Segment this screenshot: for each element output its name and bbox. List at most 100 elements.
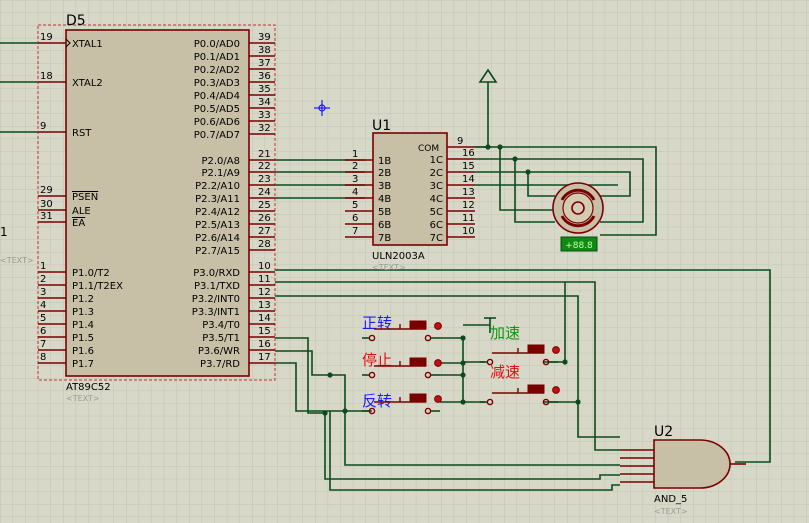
push-button-label: 正转 (362, 314, 392, 332)
mcu-pin-name: P1.5 (72, 333, 94, 344)
mcu-pin-name: P2.5/A13 (195, 220, 240, 231)
mcu-pin-name: P1.4 (72, 320, 94, 331)
mcu-pin-name: P1.7 (72, 359, 94, 370)
driver-pin-name: 5C (430, 207, 443, 218)
motor-display (560, 236, 598, 252)
mcu-pin-name: P1.3 (72, 307, 94, 318)
driver-uln2003a[interactable]: U1 ULN2003A <TEXT> COM 9 11B22B33B44B55B… (345, 118, 475, 272)
edge-placeholder: <TEXT> (0, 256, 34, 265)
mcu-pin-name: P2.2/A10 (195, 181, 240, 192)
driver-pin-name: 3B (378, 181, 391, 192)
mcu-pin-number: 1 (40, 261, 46, 272)
mcu-pin-number: 18 (40, 71, 53, 82)
mcu-pin-number: 26 (258, 213, 271, 224)
driver-pin-name: 1B (378, 156, 391, 167)
mcu-pin-name: ALE (72, 206, 91, 217)
driver-pin-name: 5B (378, 207, 391, 218)
probe-marker-icon[interactable] (314, 100, 330, 116)
mcu-pin-name: P0.4/AD4 (194, 91, 240, 102)
driver-pin-number: 1 (352, 149, 358, 160)
driver-pin-number: 7 (352, 226, 358, 237)
driver-pin-name: 4B (378, 194, 391, 205)
driver-pin-number: 13 (462, 187, 475, 198)
driver-pin-number: 4 (352, 187, 358, 198)
driver-pin-number: 2 (352, 161, 358, 172)
mcu-pin-number: 7 (40, 339, 46, 350)
driver-pin-number: 12 (462, 200, 475, 211)
mcu-placeholder: <TEXT> (66, 394, 100, 403)
mcu-pin-number: 38 (258, 45, 271, 56)
push-button-5[interactable]: 减速 (480, 363, 560, 406)
driver-pin-number: 14 (462, 174, 475, 185)
mcu-pin-name: P0.6/AD6 (194, 117, 240, 128)
mcu-pin-name: XTAL1 (72, 39, 103, 50)
mcu-pin-number: 31 (40, 211, 53, 222)
mcu-pin-number: 28 (258, 239, 271, 250)
wires (0, 42, 771, 491)
mcu-pin-name: P1.1/T2EX (72, 281, 123, 292)
push-button-3[interactable]: 反转 (362, 392, 442, 415)
edge-pin-number: 1 (0, 225, 8, 239)
mcu-pin-name: P3.6/WR (198, 346, 240, 357)
mcu-pin-number: 22 (258, 161, 271, 172)
mcu-pin-number: 5 (40, 313, 46, 324)
mcu-pin-name: P2.1/A9 (201, 168, 240, 179)
driver-ref: U1 (372, 118, 391, 134)
mcu-at89c52[interactable]: D5 AT89C52 <TEXT> 19XTAL118XTAL29RST29PS… (37, 13, 276, 403)
mcu-pin-name: RST (72, 128, 92, 139)
mcu-pin-number: 23 (258, 174, 271, 185)
mcu-pin-number: 33 (258, 110, 271, 121)
mcu-pin-number: 39 (258, 32, 271, 43)
push-button-label: 反转 (362, 392, 392, 410)
mcu-pin-name: P0.5/AD5 (194, 104, 240, 115)
push-button-2[interactable]: 停止 (362, 351, 442, 379)
driver-pin-name: 6B (378, 220, 391, 231)
driver-pin-name: 7C (430, 233, 443, 244)
mcu-pin-number: 8 (40, 352, 46, 363)
mcu-pin-name: P2.7/A15 (195, 246, 240, 257)
mcu-pin-name: PSEN (72, 192, 98, 203)
mcu-pin-name: P2.6/A14 (195, 233, 240, 244)
motor-display-value: +88.8 (565, 241, 593, 251)
driver-pin-name: 1C (430, 155, 443, 166)
mcu-pin-name: P3.3/INT1 (192, 307, 240, 318)
driver-pin-number: 11 (462, 213, 475, 224)
driver-pin-number: 6 (352, 213, 358, 224)
mcu-pin-number: 12 (258, 287, 271, 298)
mcu-pin-number: 14 (258, 313, 271, 324)
driver-pin-number: 15 (462, 161, 475, 172)
mcu-pin-name: P3.7/RD (200, 359, 240, 370)
mcu-pin-name: P2.4/A12 (195, 207, 240, 218)
mcu-pin-name: P3.4/T0 (202, 320, 240, 331)
driver-pin-name: 4C (430, 194, 443, 205)
mcu-pin-name: P2.0/A8 (201, 156, 240, 167)
gate-part: AND_5 (654, 494, 687, 505)
mcu-pin-number: 3 (40, 287, 46, 298)
push-button-1[interactable]: 正转 (362, 314, 442, 342)
push-button-label: 减速 (490, 363, 520, 381)
mcu-left-pins: 19XTAL118XTAL29RST29PSEN30ALE31EA1P1.0/T… (38, 32, 123, 370)
driver-pin-name: 7B (378, 233, 391, 244)
push-button-4[interactable]: 加速 (480, 324, 560, 366)
mcu-pin-name: P3.0/RXD (193, 268, 240, 279)
mcu-part: AT89C52 (66, 382, 111, 393)
driver-pin-number: 10 (462, 226, 475, 237)
mcu-pin-number: 35 (258, 84, 271, 95)
mcu-pin-name: P0.0/AD0 (194, 39, 240, 50)
mcu-pin-number: 29 (40, 185, 53, 196)
clock-input-icon (65, 38, 71, 48)
mcu-pin-name: P0.7/AD7 (194, 130, 240, 141)
and-gate[interactable]: U2 AND_5 <TEXT> (620, 424, 746, 516)
mcu-pin-number: 32 (258, 123, 271, 134)
driver-body (372, 132, 448, 246)
mcu-pin-number: 11 (258, 274, 271, 285)
mcu-pin-number: 24 (258, 187, 271, 198)
mcu-pin-number: 16 (258, 339, 271, 350)
driver-placeholder: <TEXT> (372, 263, 406, 272)
mcu-pin-number: 4 (40, 300, 46, 311)
stepper-motor[interactable]: +88.8 (552, 182, 604, 252)
